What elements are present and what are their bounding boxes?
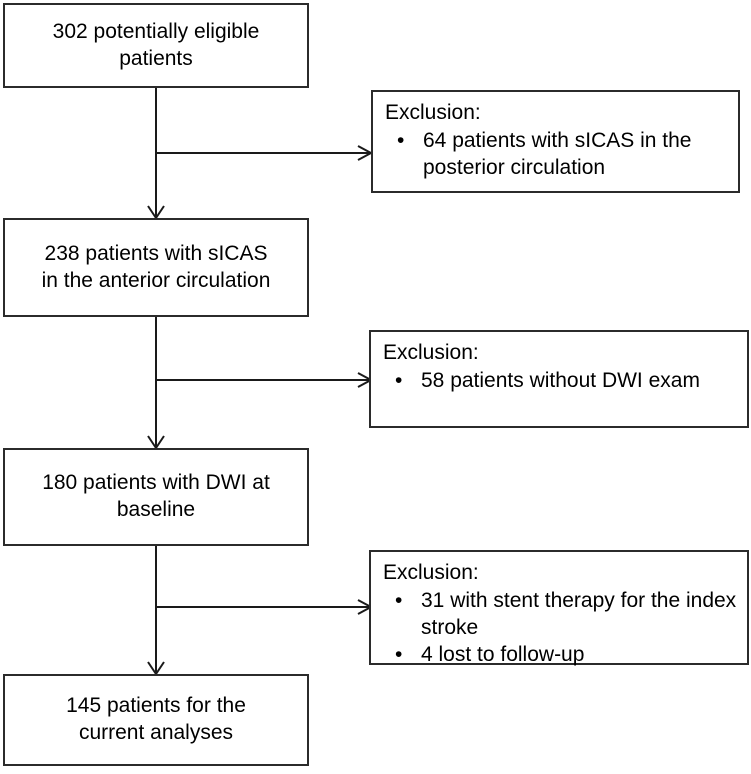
arrowhead-down-3 bbox=[147, 661, 165, 676]
box-eligible-patients-text: 302 potentially eligible patients bbox=[52, 19, 260, 70]
box-exclusion-3: Exclusion: • 31 with stent therapy for t… bbox=[369, 550, 749, 666]
exclusion-3-item-0-text: 31 with stent therapy for the index stro… bbox=[421, 588, 737, 639]
exclusion-2-item-0-text: 58 patients without DWI exam bbox=[421, 368, 700, 392]
exclusion-3-item-1-text: 4 lost to follow-up bbox=[421, 642, 585, 666]
box-final-analysis: 145 patients for the current analyses bbox=[3, 674, 309, 766]
bullet-icon: • bbox=[395, 588, 403, 612]
box-anterior-circulation: 238 patients with sICAS in the anterior … bbox=[3, 218, 309, 317]
bullet-icon: • bbox=[395, 368, 403, 392]
box-anterior-circulation-text: 238 patients with sICAS in the anterior … bbox=[41, 241, 271, 292]
arrowhead-down-2 bbox=[147, 435, 165, 450]
arrowhead-down-1 bbox=[147, 205, 165, 220]
exclusion-1-title: Exclusion: bbox=[385, 101, 481, 124]
exclusion-1-item-0-text: 64 patients with sICAS in the posterior … bbox=[423, 128, 692, 179]
box-dwi-baseline-text: 180 patients with DWI at baseline bbox=[42, 471, 270, 521]
box-dwi-baseline: 180 patients with DWI at baseline bbox=[3, 448, 309, 546]
exclusion-3-list: • 31 with stent therapy for the index st… bbox=[383, 588, 737, 669]
box-final-analysis-text: 145 patients for the current analyses bbox=[66, 694, 246, 744]
box-eligible-patients: 302 potentially eligible patients bbox=[3, 3, 309, 88]
arrowhead-right-1 bbox=[357, 145, 374, 161]
exclusion-2-title: Exclusion: bbox=[383, 341, 479, 364]
box-exclusion-2: Exclusion: • 58 patients without DWI exa… bbox=[369, 330, 749, 428]
box-exclusion-1: Exclusion: • 64 patients with sICAS in t… bbox=[371, 90, 740, 193]
bullet-icon: • bbox=[397, 128, 405, 152]
exclusion-2-list: • 58 patients without DWI exam bbox=[383, 368, 737, 395]
exclusion-3-title: Exclusion: bbox=[383, 561, 479, 584]
bullet-icon: • bbox=[395, 642, 403, 666]
list-item: • 31 with stent therapy for the index st… bbox=[383, 588, 737, 642]
list-item: • 64 patients with sICAS in the posterio… bbox=[385, 128, 728, 182]
list-item: • 58 patients without DWI exam bbox=[383, 368, 737, 395]
exclusion-1-list: • 64 patients with sICAS in the posterio… bbox=[385, 128, 728, 182]
list-item: • 4 lost to follow-up bbox=[383, 642, 737, 669]
